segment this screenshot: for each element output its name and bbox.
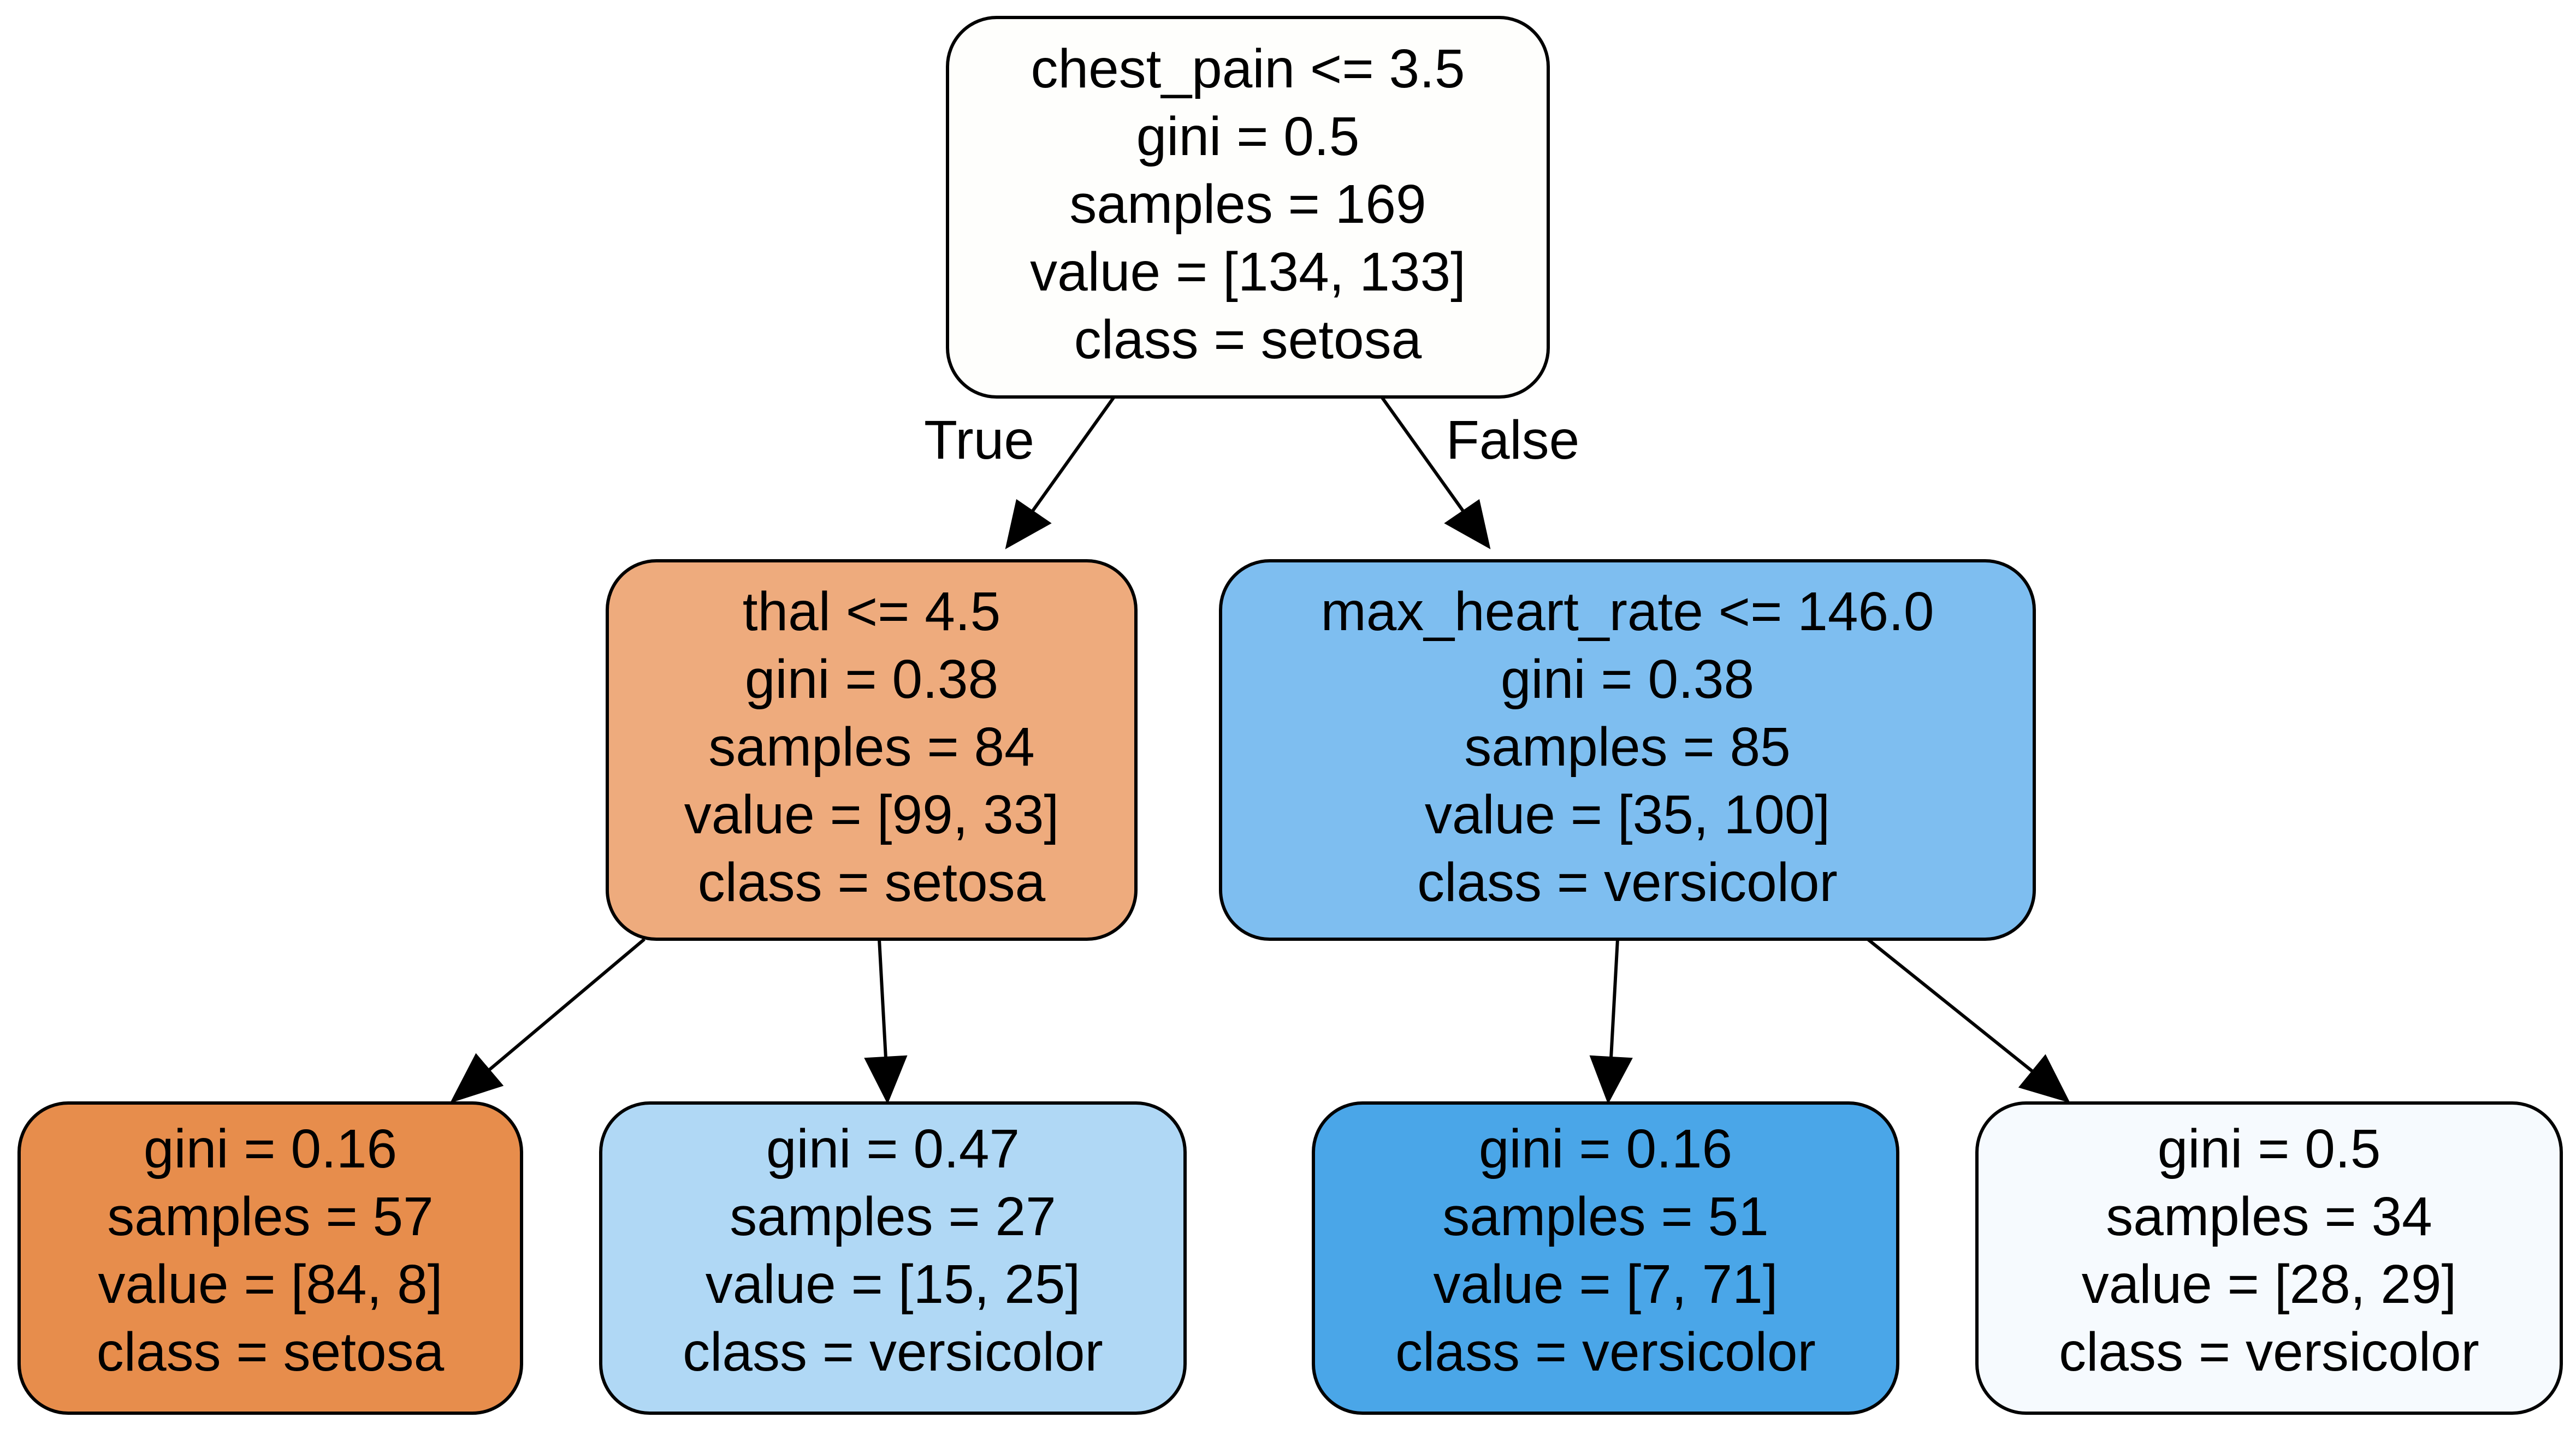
- node-class: class = versicolor: [1417, 852, 1838, 913]
- node-samples: samples = 84: [708, 716, 1035, 778]
- tree-leaf-right-right: gini = 0.5 samples = 34 value = [28, 29]…: [1975, 1101, 2563, 1415]
- node-box-right-right: [1975, 1101, 2563, 1415]
- edge-right-to-right-right: [1867, 938, 2070, 1103]
- node-value: value = [99, 33]: [684, 784, 1059, 845]
- tree-node-root: chest_pain <= 3.5 gini = 0.5 samples = 1…: [946, 16, 1550, 399]
- node-gini: gini = 0.38: [745, 649, 998, 710]
- tree-leaf-right-left: gini = 0.16 samples = 51 value = [7, 71]…: [1312, 1101, 1899, 1415]
- edge-left-to-left-right: [864, 939, 908, 1105]
- node-gini: gini = 0.16: [144, 1118, 397, 1179]
- node-gini: gini = 0.5: [2158, 1118, 2381, 1179]
- node-value: value = [84, 8]: [98, 1254, 442, 1315]
- node-box-left-right: [599, 1101, 1187, 1415]
- node-value: value = [7, 71]: [1433, 1254, 1778, 1315]
- node-samples: samples = 51: [1442, 1186, 1769, 1247]
- node-class: class = setosa: [1074, 309, 1422, 370]
- edge-root-to-left: [1005, 396, 1116, 549]
- tree-node-left: thal <= 4.5 gini = 0.38 samples = 84 val…: [606, 559, 1138, 941]
- node-class: class = setosa: [698, 852, 1046, 913]
- node-class: class = versicolor: [1395, 1321, 1816, 1383]
- node-split-rule: thal <= 4.5: [743, 581, 1001, 642]
- node-samples: samples = 57: [107, 1186, 434, 1247]
- node-box-right: [1219, 559, 2036, 941]
- node-samples: samples = 34: [2106, 1186, 2432, 1247]
- node-box-left: [606, 559, 1138, 941]
- edge-left-to-left-left: [449, 938, 646, 1104]
- tree-leaf-left-right: gini = 0.47 samples = 27 value = [15, 25…: [599, 1101, 1187, 1415]
- node-split-rule: chest_pain <= 3.5: [1031, 38, 1465, 99]
- edge-label-false: False: [1446, 410, 1580, 471]
- node-value: value = [35, 100]: [1425, 784, 1830, 845]
- node-value: value = [15, 25]: [706, 1254, 1081, 1315]
- node-class: class = versicolor: [683, 1321, 1103, 1383]
- node-gini: gini = 0.47: [766, 1118, 1020, 1179]
- node-box-root: [946, 16, 1550, 399]
- node-box-left-left: [17, 1101, 523, 1415]
- node-class: class = setosa: [97, 1321, 445, 1383]
- node-value: value = [134, 133]: [1030, 241, 1466, 303]
- edge-label-true: True: [924, 410, 1034, 471]
- node-gini: gini = 0.5: [1136, 106, 1360, 167]
- edge-right-to-right-left: [1589, 939, 1633, 1105]
- node-samples: samples = 85: [1464, 716, 1791, 778]
- tree-node-right: max_heart_rate <= 146.0 gini = 0.38 samp…: [1219, 559, 2036, 941]
- node-split-rule: max_heart_rate <= 146.0: [1321, 581, 1934, 642]
- node-gini: gini = 0.16: [1479, 1118, 1732, 1179]
- node-class: class = versicolor: [2059, 1321, 2479, 1383]
- node-gini: gini = 0.38: [1501, 649, 1754, 710]
- edges: True False: [449, 396, 2070, 1105]
- node-samples: samples = 169: [1069, 174, 1426, 235]
- edge-root-to-right: [1380, 396, 1491, 549]
- node-box-right-left: [1312, 1101, 1899, 1415]
- tree-leaf-left-left: gini = 0.16 samples = 57 value = [84, 8]…: [17, 1101, 523, 1415]
- node-value: value = [28, 29]: [2082, 1254, 2457, 1315]
- node-samples: samples = 27: [730, 1186, 1056, 1247]
